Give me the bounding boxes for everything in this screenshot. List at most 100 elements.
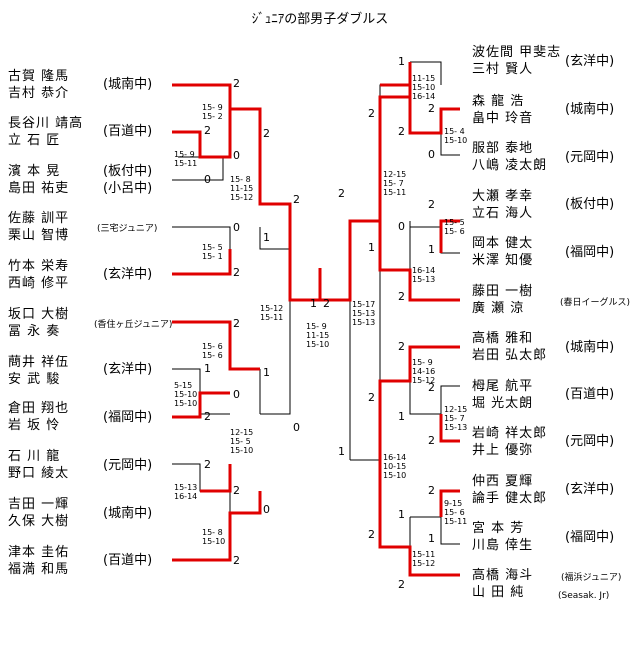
left-pair-6-team: (香住ヶ丘ジュニア) [94, 320, 173, 330]
score: 1 [428, 243, 435, 256]
set-score: 15- 9 14-16 15-12 [412, 358, 436, 385]
right-pair-6-team: (春日イーグルス) [560, 298, 631, 308]
score: 2 [398, 578, 405, 591]
set-score: 15- 4 15-10 [444, 127, 468, 145]
score: 2 [398, 340, 405, 353]
right-pair-12-team-2: (Seasak. Jr) [558, 591, 610, 601]
score: 2 [428, 381, 435, 394]
score: 2 [233, 317, 240, 330]
left-pair-4-team: (三宅ジュニア) [97, 224, 158, 234]
right-pair-12-player-1: 高橋 海斗 [472, 568, 534, 583]
left-pair-6-player-2: 冨 永 奏 [8, 324, 61, 339]
page-title: ｼﾞｭﾆｱの部男子ダブルス [251, 12, 389, 27]
score: 1 [398, 55, 405, 68]
set-score: 15-11 15-12 [412, 550, 436, 568]
red-lines [172, 62, 460, 577]
left-pair-3-player-2: 島田 祐吏 [8, 181, 70, 196]
right-pair-3-player-2: 八嶋 凌太朗 [472, 158, 548, 173]
set-score: 12-15 15- 7 15-13 [444, 405, 468, 432]
score: 0 [398, 220, 405, 233]
left-pair-2-player-2: 立 石 匠 [8, 133, 61, 148]
left-pair-3-player-1: 濱 本 晃 [8, 164, 61, 179]
left-pair-11-player-2: 福満 和馬 [8, 562, 70, 577]
set-score: 16-14 10-15 15-10 [383, 453, 407, 480]
left-pair-8-player-1: 倉田 翔也 [8, 401, 70, 416]
left-pair-3-team-2: (小呂中) [103, 181, 153, 196]
left-pair-9-player-1: 石 川 龍 [8, 449, 61, 464]
right-pair-11-team: (福岡中) [565, 530, 615, 545]
set-score: 15- 9 15- 2 [202, 103, 223, 121]
right-pair-9-player-1: 岩崎 祥太郎 [472, 426, 548, 441]
right-pair-6-player-2: 廣 瀬 涼 [472, 301, 525, 316]
left-pair-9-player-2: 野口 綾太 [8, 466, 70, 481]
score: 2 [428, 102, 435, 115]
right-pair-7-team: (城南中) [565, 340, 615, 355]
score: 1 [338, 445, 345, 458]
set-score: 12-15 15- 5 15-10 [230, 428, 254, 455]
score: 2 [233, 77, 240, 90]
score: 2 [338, 187, 345, 200]
set-score: 15- 5 15- 1 [202, 243, 223, 261]
right-pair-1-player-1: 波佐間 甲斐志 [472, 45, 562, 60]
right-pair-10-player-2: 論手 健太郎 [472, 491, 548, 506]
left-pair-11-player-1: 津本 圭佑 [8, 545, 70, 560]
right-pair-8-player-2: 堀 光太朗 [472, 396, 534, 411]
right-pair-2-player-2: 畠中 玲音 [472, 111, 534, 126]
set-score: 15- 9 15-11 [174, 150, 198, 168]
left-pair-7-player-1: 蔄井 祥伍 [8, 355, 70, 370]
left-pair-1-player-1: 古賀 隆馬 [8, 69, 70, 84]
set-score: 15- 8 15-10 [202, 528, 226, 546]
right-pair-10-player-1: 仲西 夏輝 [472, 474, 534, 489]
left-pair-1-player-2: 吉村 恭介 [8, 86, 70, 101]
score: 2 [428, 198, 435, 211]
score: 2 [428, 484, 435, 497]
score: 2 [204, 124, 211, 137]
left-pair-3-team: (板付中) [103, 164, 153, 179]
left-pair-5-player-2: 西崎 修平 [8, 276, 70, 291]
left-pair-2-player-1: 長谷川 靖高 [8, 116, 84, 131]
score: 0 [428, 148, 435, 161]
right-pair-5-team: (福岡中) [565, 245, 615, 260]
right-pair-5-player-2: 米澤 知優 [472, 253, 534, 268]
right-pair-5-player-1: 岡本 健太 [472, 236, 534, 251]
score: 0 [204, 173, 211, 186]
score: 2 [204, 410, 211, 423]
right-pair-2-team: (城南中) [565, 102, 615, 117]
score: 1 [398, 410, 405, 423]
set-score: 12-15 15- 7 15-11 [383, 170, 407, 197]
left-pair-9-team: (元岡中) [103, 458, 153, 473]
set-score: 15-12 15-11 [260, 304, 284, 322]
score: 2 [293, 193, 300, 206]
right-pair-7-player-2: 岩田 弘太郎 [472, 348, 548, 363]
left-pair-5-team: (玄洋中) [103, 267, 153, 282]
score: 0 [233, 388, 240, 401]
set-score: 15-13 16-14 [174, 483, 198, 501]
right-pair-10-team: (玄洋中) [565, 482, 615, 497]
set-score: 16-14 15-13 [412, 266, 436, 284]
score: 1 [204, 362, 211, 375]
left-pair-4-player-2: 栗山 智博 [8, 228, 70, 243]
right-pair-1-team: (玄洋中) [565, 54, 615, 69]
right-pair-12-team: (福浜ジュニア) [561, 573, 622, 583]
left-pair-10-team: (城南中) [103, 506, 153, 521]
score: 1 [398, 508, 405, 521]
score: 2 [398, 290, 405, 303]
score: 2 [428, 434, 435, 447]
right-pair-4-team: (板付中) [565, 197, 615, 212]
score: 1 [263, 231, 270, 244]
right-pair-4-player-2: 立石 海人 [472, 206, 534, 221]
score: 2 [263, 127, 270, 140]
right-pair-3-team: (元岡中) [565, 150, 615, 165]
score: 2 [368, 391, 375, 404]
left-pair-10-player-1: 吉田 一輝 [8, 497, 70, 512]
right-pair-9-team: (元岡中) [565, 434, 615, 449]
right-pair-11-player-1: 宮 本 芳 [472, 521, 525, 536]
set-score: 11-15 15-10 16-14 [412, 74, 436, 101]
right-pair-11-player-2: 川島 倖生 [472, 538, 534, 553]
left-pair-2-team: (百道中) [103, 124, 153, 139]
score: 0 [293, 421, 300, 434]
black-lines [172, 61, 460, 575]
left-pair-10-player-2: 久保 大樹 [8, 514, 70, 529]
score: 1 [263, 366, 270, 379]
